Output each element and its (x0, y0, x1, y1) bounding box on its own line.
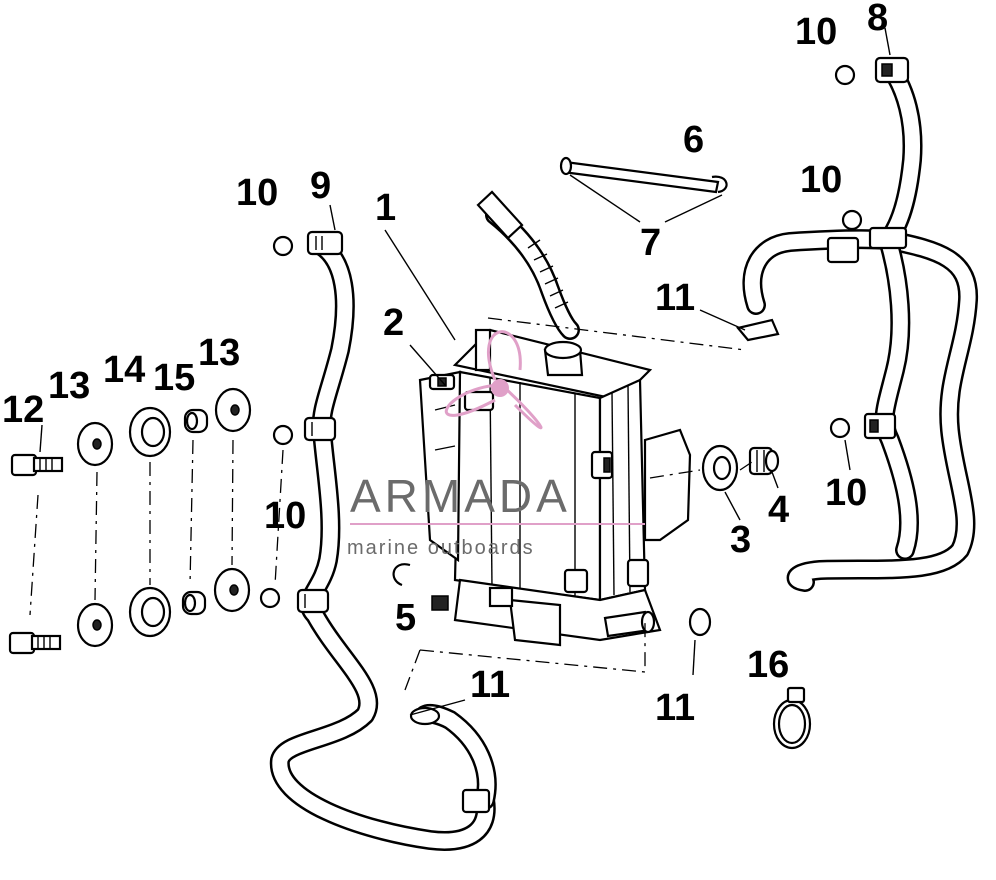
armada-watermark: ARMADA marine outboards (347, 330, 645, 559)
watermark-subtitle: marine outboards (347, 537, 535, 559)
callout-10c: 10 (795, 11, 837, 53)
callout-14: 14 (103, 349, 145, 391)
callout-13a: 13 (48, 365, 90, 407)
callout-4: 4 (768, 489, 789, 531)
fuel-vapor-separator (418, 190, 692, 647)
callout-12: 12 (2, 389, 44, 431)
bolt-top (10, 453, 64, 477)
retaining-clip (392, 563, 411, 587)
callout-15: 15 (153, 357, 195, 399)
left-hose-assembly (269, 230, 497, 851)
callout-10a: 10 (236, 172, 278, 214)
callout-6: 6 (683, 119, 704, 161)
callout-3: 3 (730, 519, 751, 561)
bolt-bottom (8, 631, 62, 655)
callout-2: 2 (383, 302, 404, 344)
mounting-hardware (8, 387, 284, 655)
callout-16: 16 (747, 644, 789, 686)
callout-5: 5 (395, 597, 416, 639)
callout-11a: 11 (655, 277, 695, 319)
watermark-title: ARMADA (350, 470, 571, 522)
propeller-logo (444, 330, 543, 430)
callout-10b: 10 (264, 495, 306, 537)
callout-11b: 11 (470, 664, 510, 706)
callout-labels: 1 2 3 4 5 6 7 8 9 10 10 10 10 10 11 11 1… (2, 0, 888, 729)
callout-7: 7 (640, 222, 661, 264)
callout-10d: 10 (800, 159, 842, 201)
o-rings (259, 64, 863, 609)
seal-and-plug (701, 444, 780, 492)
hose-clamps (688, 607, 812, 750)
pin-and-clips (559, 156, 728, 223)
callout-9: 9 (310, 165, 331, 207)
callout-13b: 13 (198, 332, 240, 374)
right-hose-assembly (736, 56, 979, 592)
callout-8: 8 (867, 0, 888, 39)
callout-10e: 10 (825, 472, 867, 514)
callout-1: 1 (375, 187, 396, 229)
assembly-guides (39, 27, 891, 716)
callout-11c: 11 (655, 687, 695, 729)
